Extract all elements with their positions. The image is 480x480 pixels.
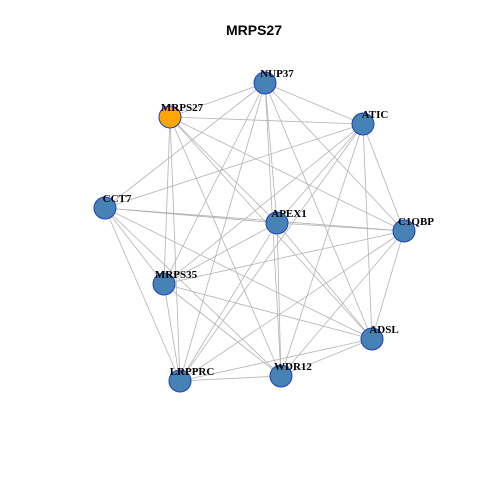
edge-atic-c1qbp xyxy=(362,123,405,232)
edge-nup37-apex1 xyxy=(264,82,278,224)
edge-atic-cct7 xyxy=(104,123,364,209)
node-label-c1qbp: C1QBP xyxy=(398,216,434,228)
node-lrpprc xyxy=(168,369,192,393)
edge-mrps27-apex1 xyxy=(169,116,278,224)
edge-mrps27-atic xyxy=(169,116,364,125)
node-label-apex1: APEX1 xyxy=(271,208,306,220)
edge-mrps27-wdr12 xyxy=(169,116,282,377)
node-label-nup37: NUP37 xyxy=(260,68,294,80)
edge-mrps27-c1qbp xyxy=(169,116,405,232)
edge-adsl-wdr12 xyxy=(280,338,373,377)
node-adsl xyxy=(360,327,384,351)
node-label-atic: ATIC xyxy=(362,109,389,121)
edge-cct7-lrpprc xyxy=(104,207,181,382)
edge-atic-wdr12 xyxy=(280,123,364,377)
edge-nup37-atic xyxy=(264,82,364,125)
node-c1qbp xyxy=(392,219,416,243)
edge-atic-mrps35 xyxy=(163,123,364,285)
edge-atic-adsl xyxy=(362,123,373,340)
edge-cct7-c1qbp xyxy=(104,207,405,232)
edge-mrps27-mrps35 xyxy=(163,116,171,285)
node-mrps35 xyxy=(152,272,176,296)
edge-apex1-wdr12 xyxy=(276,222,282,377)
edge-nup37-lrpprc xyxy=(179,82,266,382)
edge-nup37-adsl xyxy=(264,82,373,340)
node-label-wdr12: WDR12 xyxy=(274,361,312,373)
edge-nup37-cct7 xyxy=(104,82,266,209)
node-apex1 xyxy=(265,211,289,235)
edge-adsl-lrpprc xyxy=(179,338,373,382)
node-layer xyxy=(93,71,416,393)
edge-c1qbp-wdr12 xyxy=(280,230,405,377)
node-cct7 xyxy=(93,196,117,220)
node-label-adsl: ADSL xyxy=(369,324,398,336)
figure-title: MRPS27 xyxy=(226,22,282,38)
node-label-mrps35: MRPS35 xyxy=(155,269,198,281)
edge-mrps35-wdr12 xyxy=(163,283,282,377)
edge-mrps35-adsl xyxy=(163,283,373,340)
edge-c1qbp-adsl xyxy=(371,230,405,340)
edge-layer xyxy=(104,82,405,382)
edge-apex1-lrpprc xyxy=(179,222,278,382)
node-label-lrpprc: LRPPRC xyxy=(170,366,215,378)
node-wdr12 xyxy=(269,364,293,388)
node-nup37 xyxy=(253,71,277,95)
edge-c1qbp-lrpprc xyxy=(179,230,405,382)
edge-c1qbp-mrps35 xyxy=(163,230,405,285)
edge-mrps35-lrpprc xyxy=(163,283,181,382)
node-label-cct7: CCT7 xyxy=(103,193,132,205)
edge-apex1-adsl xyxy=(276,222,373,340)
edge-cct7-mrps35 xyxy=(104,207,165,285)
node-label-mrps27: MRPS27 xyxy=(161,102,204,114)
edge-cct7-adsl xyxy=(104,207,373,340)
edge-apex1-mrps35 xyxy=(163,222,278,285)
edge-nup37-mrps27 xyxy=(169,82,266,118)
edge-apex1-c1qbp xyxy=(276,222,405,232)
node-atic xyxy=(351,112,375,136)
node-mrps27 xyxy=(158,105,182,129)
edge-atic-apex1 xyxy=(276,123,364,224)
edge-mrps27-lrpprc xyxy=(169,116,181,382)
edge-lrpprc-wdr12 xyxy=(179,375,282,382)
edge-nup37-mrps35 xyxy=(163,82,266,285)
edge-atic-lrpprc xyxy=(179,123,364,382)
